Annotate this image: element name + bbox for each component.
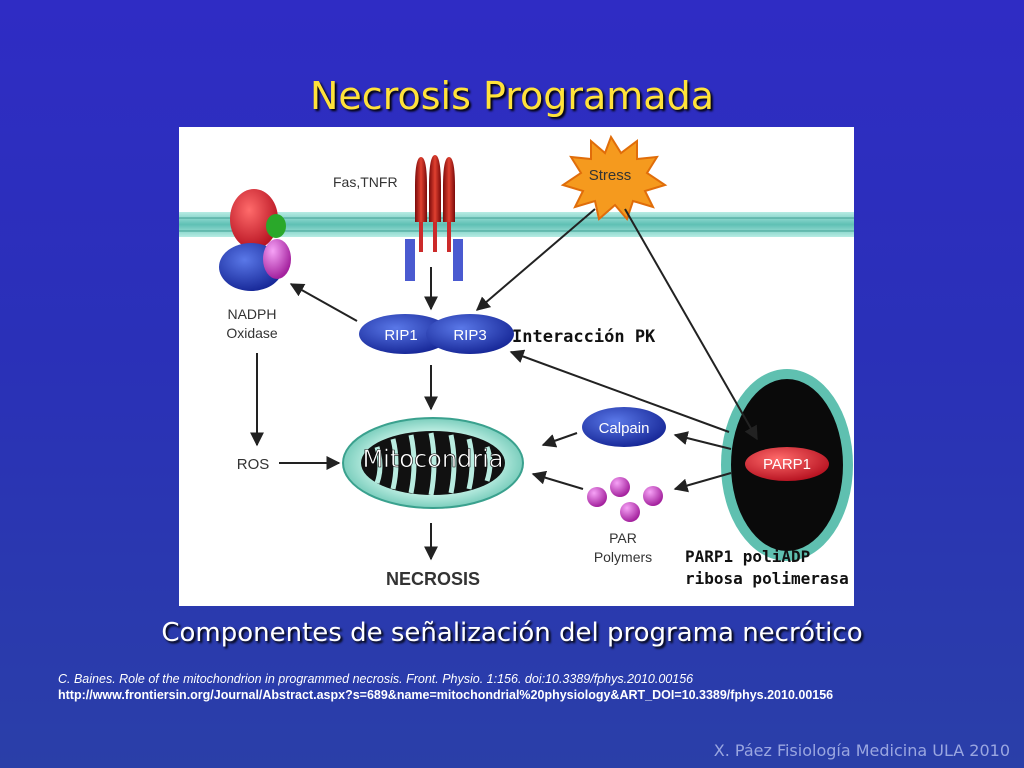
stress-label: Stress [589, 167, 632, 184]
mitochondria [342, 417, 524, 509]
arrow-parp1-calpain [673, 431, 732, 450]
interaction-label: Interacción PK [512, 327, 656, 347]
parp1-nucleus [721, 369, 853, 561]
fas-tnfr-receptor [405, 155, 463, 281]
arrow-parp1-par [673, 472, 732, 493]
nadph-label-line1: NADPH [227, 306, 276, 322]
calpain-label: Calpain [599, 420, 650, 437]
rip1-label: RIP1 [384, 327, 417, 344]
nadph-label-line2: Oxidase [226, 325, 278, 341]
par-label-line2: Polymers [594, 549, 652, 565]
rip1-node [359, 314, 451, 354]
arrow-parp1-rip3 [509, 349, 730, 433]
arrow-calpain-mito [541, 432, 578, 448]
calpain-node [582, 407, 666, 447]
rip3-node [426, 314, 514, 354]
arrow-stress-rip3 [475, 208, 596, 311]
diagram-svg: NADPH Oxidase Fas,TNFR Stress RIP1 RIP3 … [179, 134, 854, 589]
parp1-desc-line2: ribosa polimerasa [685, 569, 849, 588]
slide-footer: X. Páez Fisiología Medicina ULA 2010 [713, 741, 1010, 760]
slide-caption: Componentes de señalización del programa… [161, 618, 863, 648]
necrosis-diagram: NADPH Oxidase Fas,TNFR Stress RIP1 RIP3 … [179, 127, 854, 606]
nadph-oxidase-complex [219, 189, 291, 291]
reference-url: http://www.frontiersin.org/Journal/Abstr… [58, 688, 834, 702]
parp1-desc-line1: PARP1 poliADP [685, 547, 810, 566]
par-polymers [587, 477, 663, 522]
par-label-line1: PAR [609, 530, 637, 546]
mito-label: Mitocondria [362, 445, 503, 473]
slide-title: Necrosis Programada [310, 74, 714, 118]
receptor-label: Fas,TNFR [333, 174, 398, 190]
pathway-arrows [250, 208, 758, 561]
arrow-par-mito [531, 470, 584, 490]
arrow-stress-parp1 [624, 208, 758, 441]
ros-label: ROS [237, 456, 270, 473]
stress-burst [560, 134, 668, 221]
arrow-rip-nadph [289, 283, 358, 322]
parp1-label: PARP1 [763, 456, 811, 473]
reference-citation: C. Baines. Role of the mitochondrion in … [58, 672, 694, 686]
cell-membrane [179, 212, 854, 237]
necrosis-label: NECROSIS [386, 569, 480, 589]
rip3-label: RIP3 [453, 327, 486, 344]
